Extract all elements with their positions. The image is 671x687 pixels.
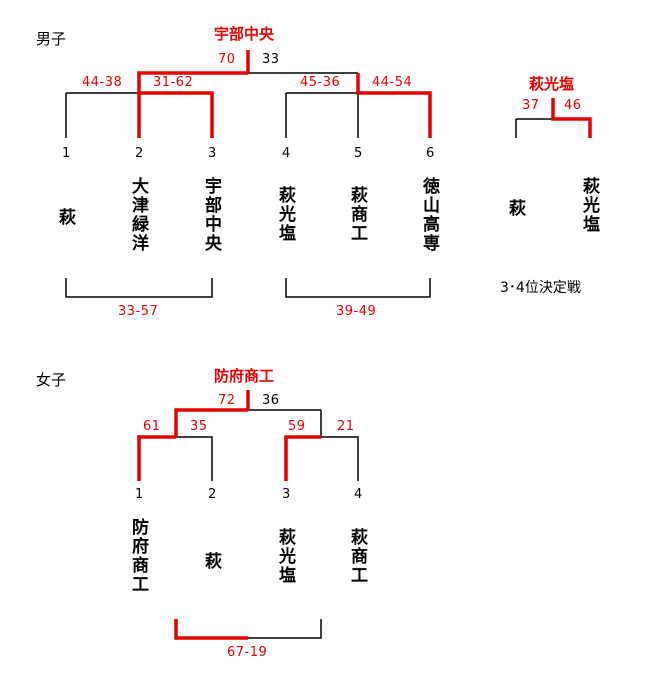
women-semi-right-right-score: 21 <box>337 419 355 434</box>
women-champion: 防府商工 <box>214 367 275 385</box>
women-seed-4: 4 <box>354 487 363 502</box>
women-team-1: 防府商工 <box>128 518 148 594</box>
men-seed-2: 2 <box>135 146 144 161</box>
men-final-left-score: 70 <box>218 52 236 67</box>
men-left-outer-score: 44-38 <box>82 75 123 90</box>
men-right-outer-score: 44-54 <box>372 75 413 90</box>
men-section-label: 男子 <box>36 30 67 48</box>
women-seed-3: 3 <box>282 487 291 502</box>
men-team-5: 萩商工 <box>347 186 367 243</box>
women-seed-2: 2 <box>208 487 217 502</box>
men-team-4: 萩光塩 <box>275 186 295 243</box>
men-third-place-left-score: 37 <box>522 98 540 113</box>
women-winner-lines <box>137 390 321 640</box>
men-final-right-score: 33 <box>262 52 280 67</box>
men-left-inner-score: 31-62 <box>153 75 194 90</box>
men-consolation-right-score: 39-49 <box>336 304 377 319</box>
men-consolation-left-score: 33-57 <box>118 304 159 319</box>
women-semi-left-left-score: 61 <box>143 419 161 434</box>
women-final-right-score: 36 <box>262 393 280 408</box>
women-consolation-score: 67-19 <box>227 645 268 660</box>
men-third-place-winner: 萩光塩 <box>529 75 575 93</box>
men-seed-1: 1 <box>62 146 71 161</box>
men-seed-3: 3 <box>208 146 217 161</box>
men-third-place-team-1: 萩 <box>505 199 525 218</box>
women-team-3: 萩光塩 <box>275 528 295 585</box>
men-team-6: 徳山高専 <box>419 177 439 253</box>
women-team-4: 萩商工 <box>347 528 367 585</box>
men-team-1: 萩 <box>55 208 75 227</box>
men-seed-4: 4 <box>282 146 291 161</box>
women-semi-left-right-score: 35 <box>190 419 208 434</box>
men-seed-5: 5 <box>354 146 363 161</box>
women-final-left-score: 72 <box>218 393 236 408</box>
men-third-place-caption: 3･4位決定戦 <box>500 280 581 296</box>
men-third-place-right-score: 46 <box>564 98 582 113</box>
men-team-2: 大津緑洋 <box>128 177 148 253</box>
women-team-2: 萩 <box>201 552 221 571</box>
men-team-3: 宇部中央 <box>201 177 221 253</box>
women-semi-right-left-score: 59 <box>288 419 306 434</box>
women-section-label: 女子 <box>36 371 67 389</box>
men-seed-6: 6 <box>426 146 435 161</box>
men-champion: 宇部中央 <box>214 25 275 43</box>
women-seed-1: 1 <box>135 487 144 502</box>
men-winner-lines <box>137 50 592 138</box>
women-lines <box>176 409 359 639</box>
men-right-inner-score: 45-36 <box>300 75 341 90</box>
men-third-place-team-2: 萩光塩 <box>579 177 599 234</box>
